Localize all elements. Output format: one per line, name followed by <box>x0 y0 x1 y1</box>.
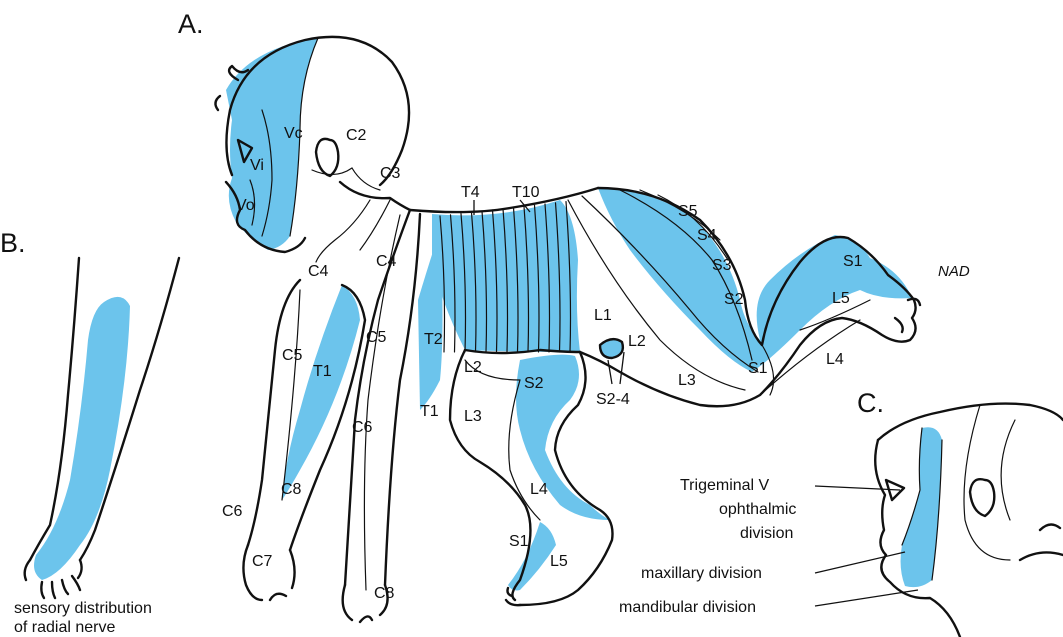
label-t10: T10 <box>512 184 540 201</box>
label-t1-arm: T1 <box>313 363 332 380</box>
label-vo: Vo <box>236 197 255 214</box>
label-s2-back: S2 <box>724 291 744 308</box>
label-c8-arm: C8 <box>374 585 395 602</box>
label-trigeminal: Trigeminal V <box>680 477 770 494</box>
label-l2-hip: L2 <box>628 333 646 350</box>
label-l4-front: L4 <box>530 481 548 498</box>
label-l1: L1 <box>594 307 612 324</box>
signature: NAD <box>938 263 970 280</box>
label-c6-arm: C6 <box>352 419 373 436</box>
label-c8-hand: C8 <box>281 481 302 498</box>
label-s1-foot: S1 <box>843 253 863 270</box>
label-c7: C7 <box>252 553 273 570</box>
label-t4: T4 <box>461 184 480 201</box>
label-c5-arm: C5 <box>282 347 303 364</box>
label-ophthalmic: ophthalmic <box>719 501 796 518</box>
label-s2-4: S2-4 <box>596 391 630 408</box>
leader-mandibular <box>815 590 918 606</box>
leader-maxillary <box>815 552 905 573</box>
panel-c-ear <box>970 479 994 516</box>
label-s4: S4 <box>697 227 717 244</box>
label-s2-front: S2 <box>524 375 544 392</box>
panel-b-caption-2: of radial nerve <box>14 619 115 636</box>
label-c2: C2 <box>346 127 367 144</box>
label-t1-trunk: T1 <box>420 403 439 420</box>
label-c3: C3 <box>380 165 401 182</box>
label-l5-front: L5 <box>550 553 568 570</box>
label-t2: T2 <box>424 331 443 348</box>
label-c4-neck: C4 <box>308 263 329 280</box>
panel-b-letter: B. <box>0 228 26 258</box>
label-l4-back: L4 <box>826 351 844 368</box>
panel-b-caption: sensory distribution <box>14 600 152 617</box>
panel-c-letter: C. <box>857 388 884 418</box>
label-l3-back: L3 <box>678 372 696 389</box>
label-s1-front: S1 <box>509 533 529 550</box>
label-s5: S5 <box>678 203 698 220</box>
radial-nerve-region <box>34 297 130 580</box>
label-vi: Vi <box>250 157 264 174</box>
label-maxillary: maxillary division <box>641 565 762 582</box>
label-s1-heel: S1 <box>748 360 768 377</box>
label-l2-thigh: L2 <box>464 359 482 376</box>
panel-b-arm <box>25 258 179 598</box>
label-l5-back: L5 <box>832 290 850 307</box>
label-c6-hand: C6 <box>222 503 243 520</box>
label-l3-front: L3 <box>464 408 482 425</box>
label-division: division <box>740 525 793 542</box>
ear <box>316 139 338 176</box>
label-s3: S3 <box>712 257 732 274</box>
trigeminal-maxillary-region <box>901 427 942 587</box>
label-c5-shoulder: C5 <box>366 329 387 346</box>
panel-c-head <box>875 404 1063 637</box>
label-vc: Vc <box>284 125 303 142</box>
label-mandibular: mandibular division <box>619 599 756 616</box>
panel-a-letter: A. <box>178 9 204 39</box>
